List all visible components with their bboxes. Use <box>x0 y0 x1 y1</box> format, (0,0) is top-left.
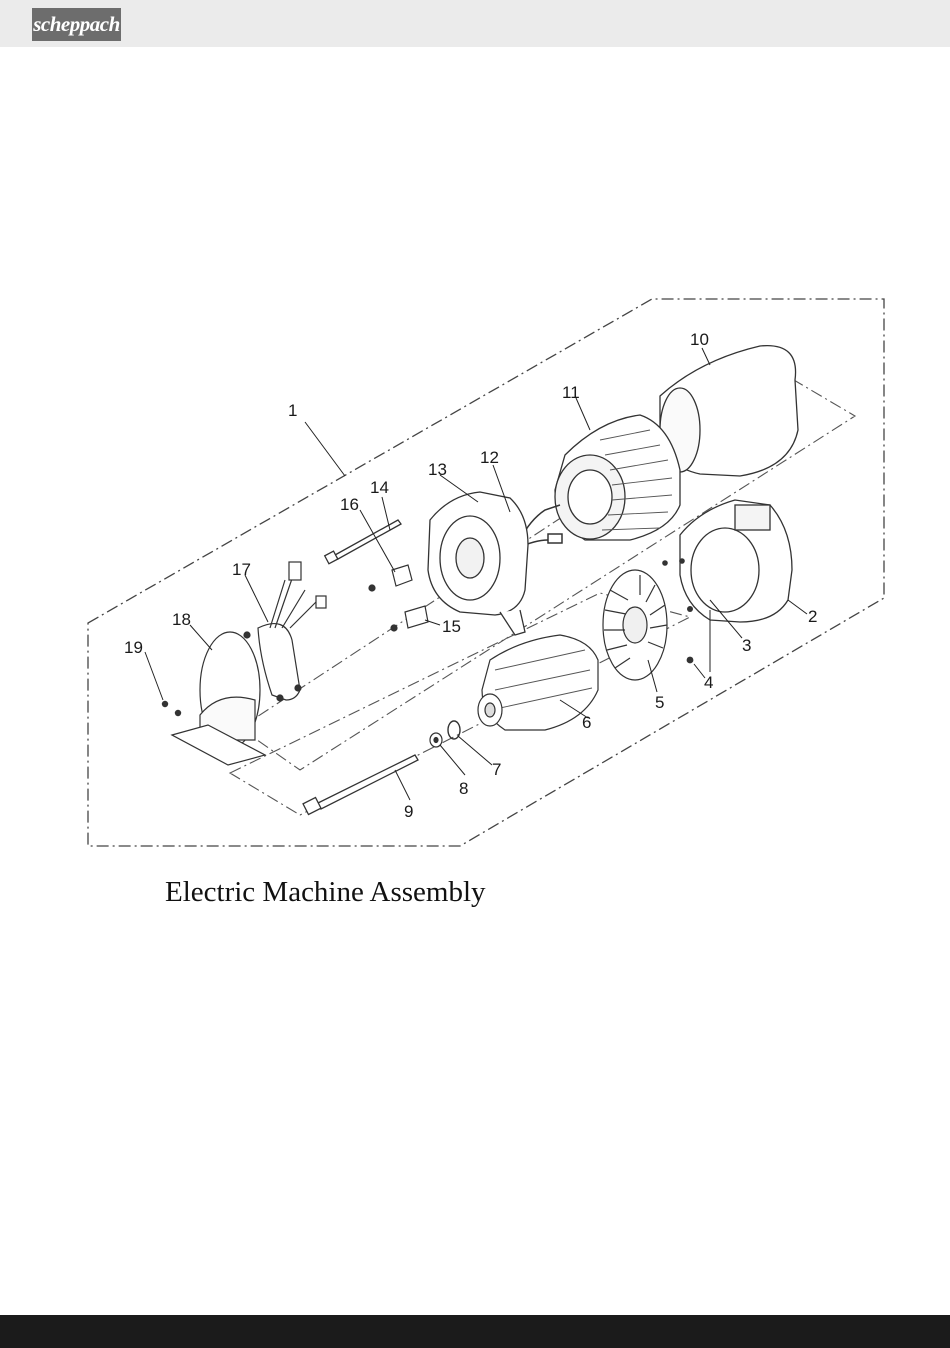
part-terminal-block <box>391 606 428 631</box>
callout-14: 14 <box>370 478 389 497</box>
callout-16: 16 <box>340 495 359 514</box>
part-long-bolt <box>303 755 418 815</box>
callout-13: 13 <box>428 460 447 479</box>
diagram-caption: Electric Machine Assembly <box>165 876 486 909</box>
callout-7: 7 <box>492 760 501 779</box>
part-stator <box>555 415 680 540</box>
callout-1: 1 <box>288 401 297 420</box>
part-screws <box>162 701 181 716</box>
footer-bar <box>0 1315 950 1348</box>
part-bracket <box>369 565 412 591</box>
callout-6: 6 <box>582 713 591 732</box>
callout-10: 10 <box>690 330 709 349</box>
part-end-cover <box>172 632 265 765</box>
callout-8: 8 <box>459 779 468 798</box>
callout-18: 18 <box>172 610 191 629</box>
callout-12: 12 <box>480 448 499 467</box>
callout-9: 9 <box>404 802 413 821</box>
part-cover-cylinder <box>660 346 798 476</box>
callout-4: 4 <box>704 673 713 692</box>
part-front-housing <box>428 492 528 635</box>
callout-19: 19 <box>124 638 143 657</box>
callout-5: 5 <box>655 693 664 712</box>
part-rotor <box>478 635 598 730</box>
callout-15: 15 <box>442 617 461 636</box>
callout-11: 11 <box>562 383 580 402</box>
part-fan <box>603 570 667 680</box>
callout-2: 2 <box>808 607 817 626</box>
part-rear-housing <box>680 500 792 622</box>
callout-17: 17 <box>232 560 251 579</box>
callout-3: 3 <box>742 636 751 655</box>
